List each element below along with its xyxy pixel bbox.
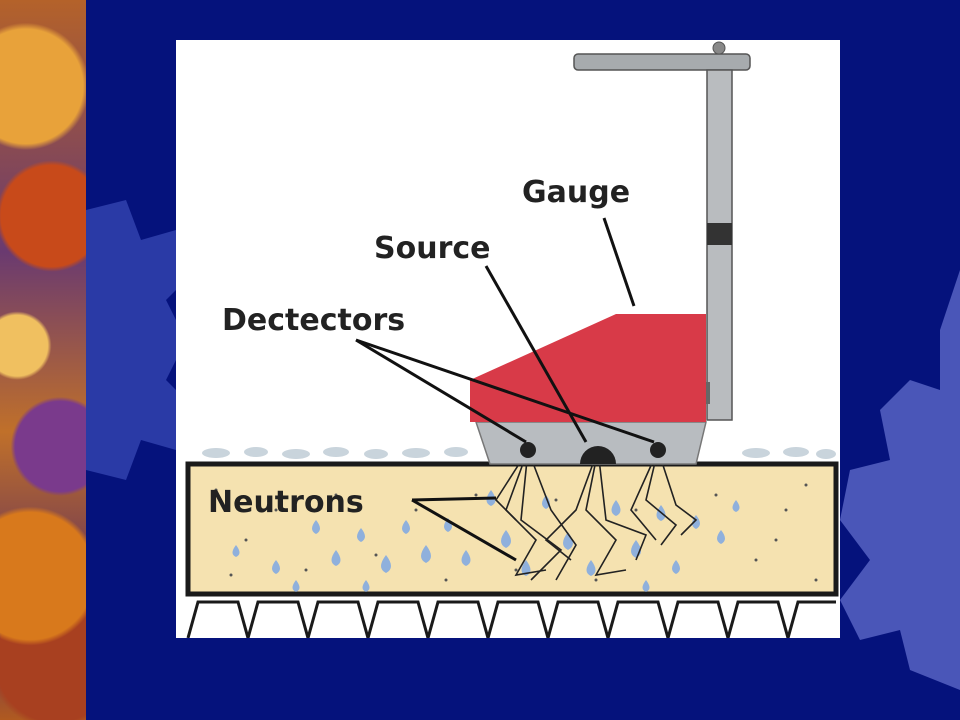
soil-specks — [214, 483, 818, 582]
gauge-body — [470, 314, 707, 465]
neutron-paths — [494, 449, 698, 581]
soil-layer — [185, 461, 839, 597]
source-label: Source — [374, 231, 491, 266]
neutron-gauge-diagram: Gauge Source Dectectors Neutrons — [176, 40, 840, 638]
background-gear-left — [86, 200, 196, 480]
detectors-label: Dectectors — [222, 303, 405, 338]
gauge-handle — [573, 41, 751, 421]
decorative-side-strip — [0, 0, 86, 720]
neutrons-label: Neutrons — [208, 485, 364, 520]
surface-gravel — [202, 447, 836, 459]
callout-lines — [355, 217, 655, 562]
detectors-and-source — [520, 442, 666, 464]
gauge-label: Gauge — [522, 175, 630, 210]
water-droplets — [232, 490, 740, 592]
subgrade-ridges — [186, 600, 836, 638]
background-gear-right — [840, 270, 960, 690]
